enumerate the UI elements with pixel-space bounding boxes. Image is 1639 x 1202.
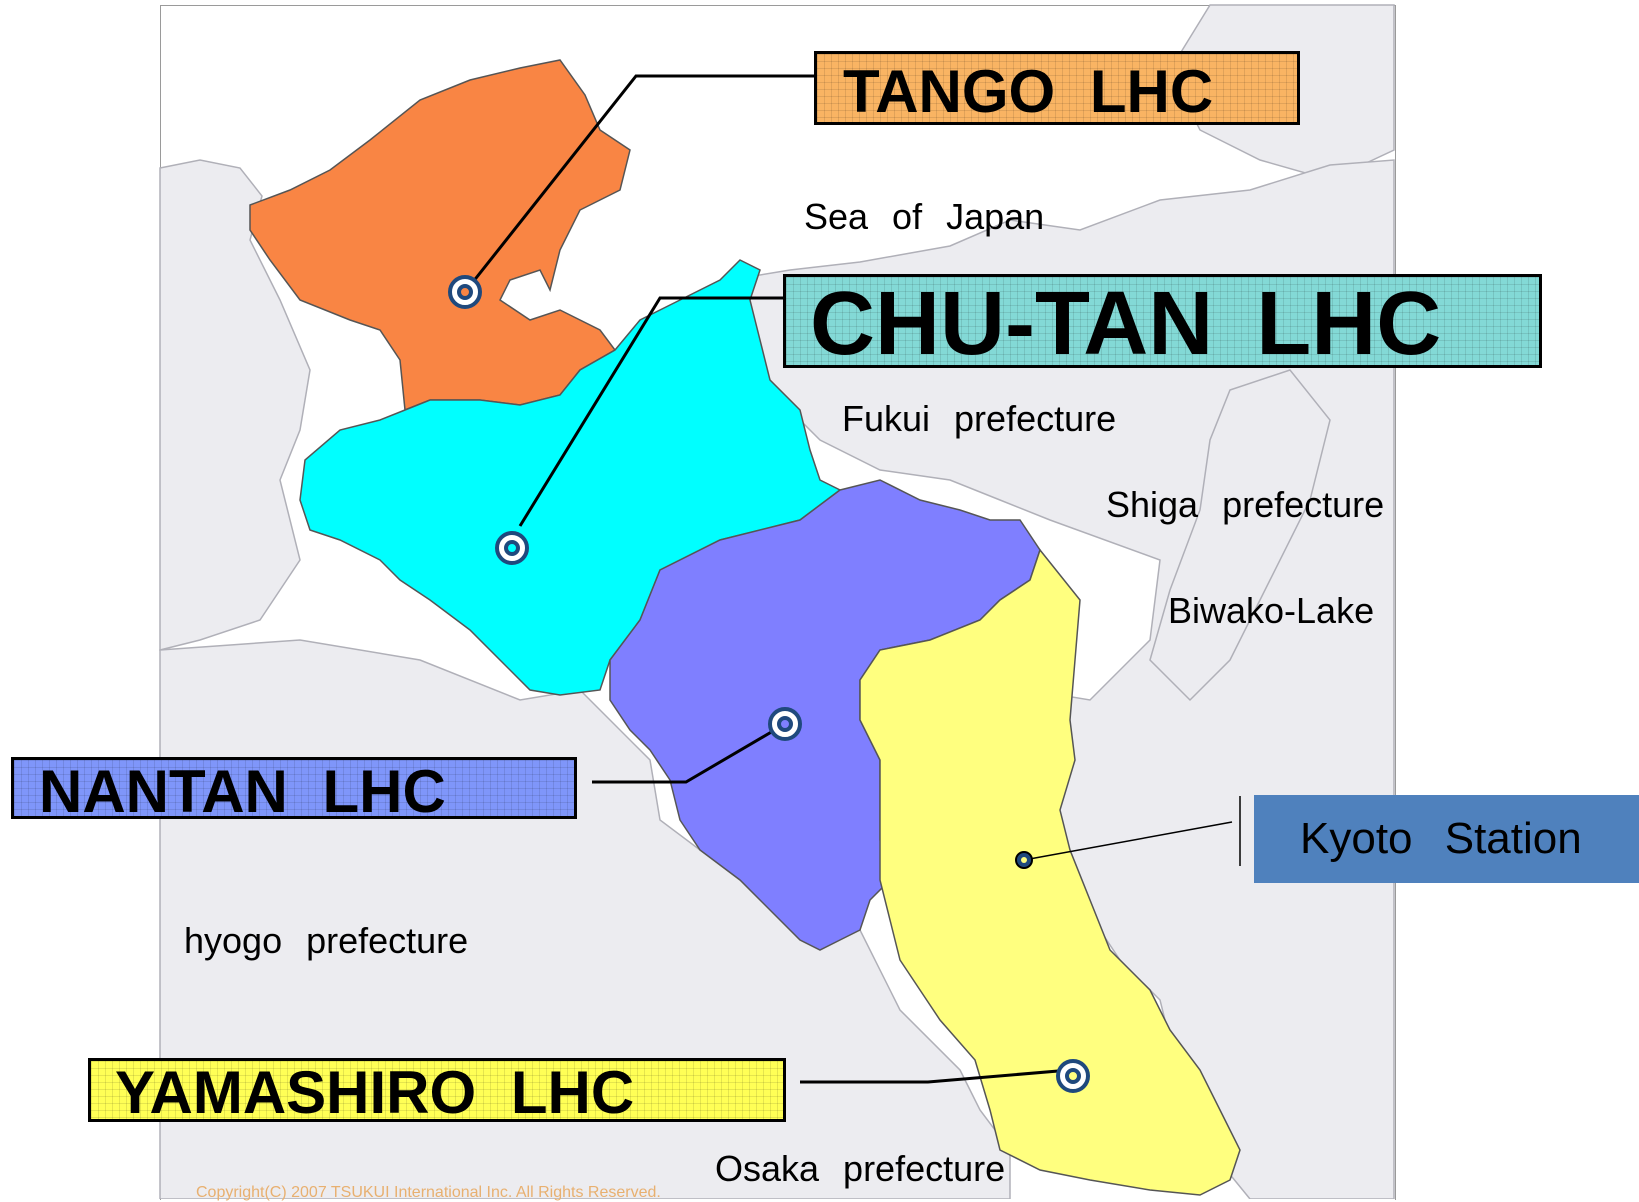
label-chutan-lhc: CHU-TAN LHC — [783, 274, 1542, 369]
marker-tango — [448, 275, 482, 309]
marker-chutan — [495, 531, 529, 565]
label-yamashiro-lhc: YAMASHIRO LHC — [88, 1058, 786, 1123]
region-tango — [249, 59, 631, 412]
marker-kyoto-station — [1015, 851, 1033, 869]
label-hyogo: hyogo prefecture — [184, 920, 469, 961]
marker-nantan — [768, 707, 802, 741]
region-yamashiro — [859, 548, 1241, 1196]
label-biwako: Biwako-Lake — [1168, 590, 1375, 631]
region-markers — [448, 275, 1090, 1093]
label-fukui: Fukui prefecture — [842, 398, 1117, 439]
land-lake-biwa — [1149, 369, 1331, 702]
copyright-text: Copyright(C) 2007 TSUKUI International I… — [196, 1184, 661, 1201]
leader-chutan — [518, 296, 785, 527]
marker-yamashiro — [1056, 1059, 1090, 1093]
label-nantan-lhc: NANTAN LHC — [11, 757, 577, 822]
label-kyoto-station: Kyoto Station — [1254, 795, 1639, 883]
leader-lines — [463, 74, 1241, 1084]
label-tango-lhc: TANGO LHC — [814, 51, 1300, 125]
label-osaka: Osaka prefecture — [715, 1148, 1006, 1189]
label-shiga: Shiga prefecture — [1106, 484, 1385, 525]
label-sea-of-japan: Sea of Japan — [804, 196, 1045, 237]
leader-nantan — [592, 722, 786, 784]
leader-station — [1023, 821, 1233, 861]
leader-yamashiro — [800, 1068, 1071, 1084]
land-northwest-coast — [159, 159, 311, 651]
leader-tango — [463, 74, 816, 293]
